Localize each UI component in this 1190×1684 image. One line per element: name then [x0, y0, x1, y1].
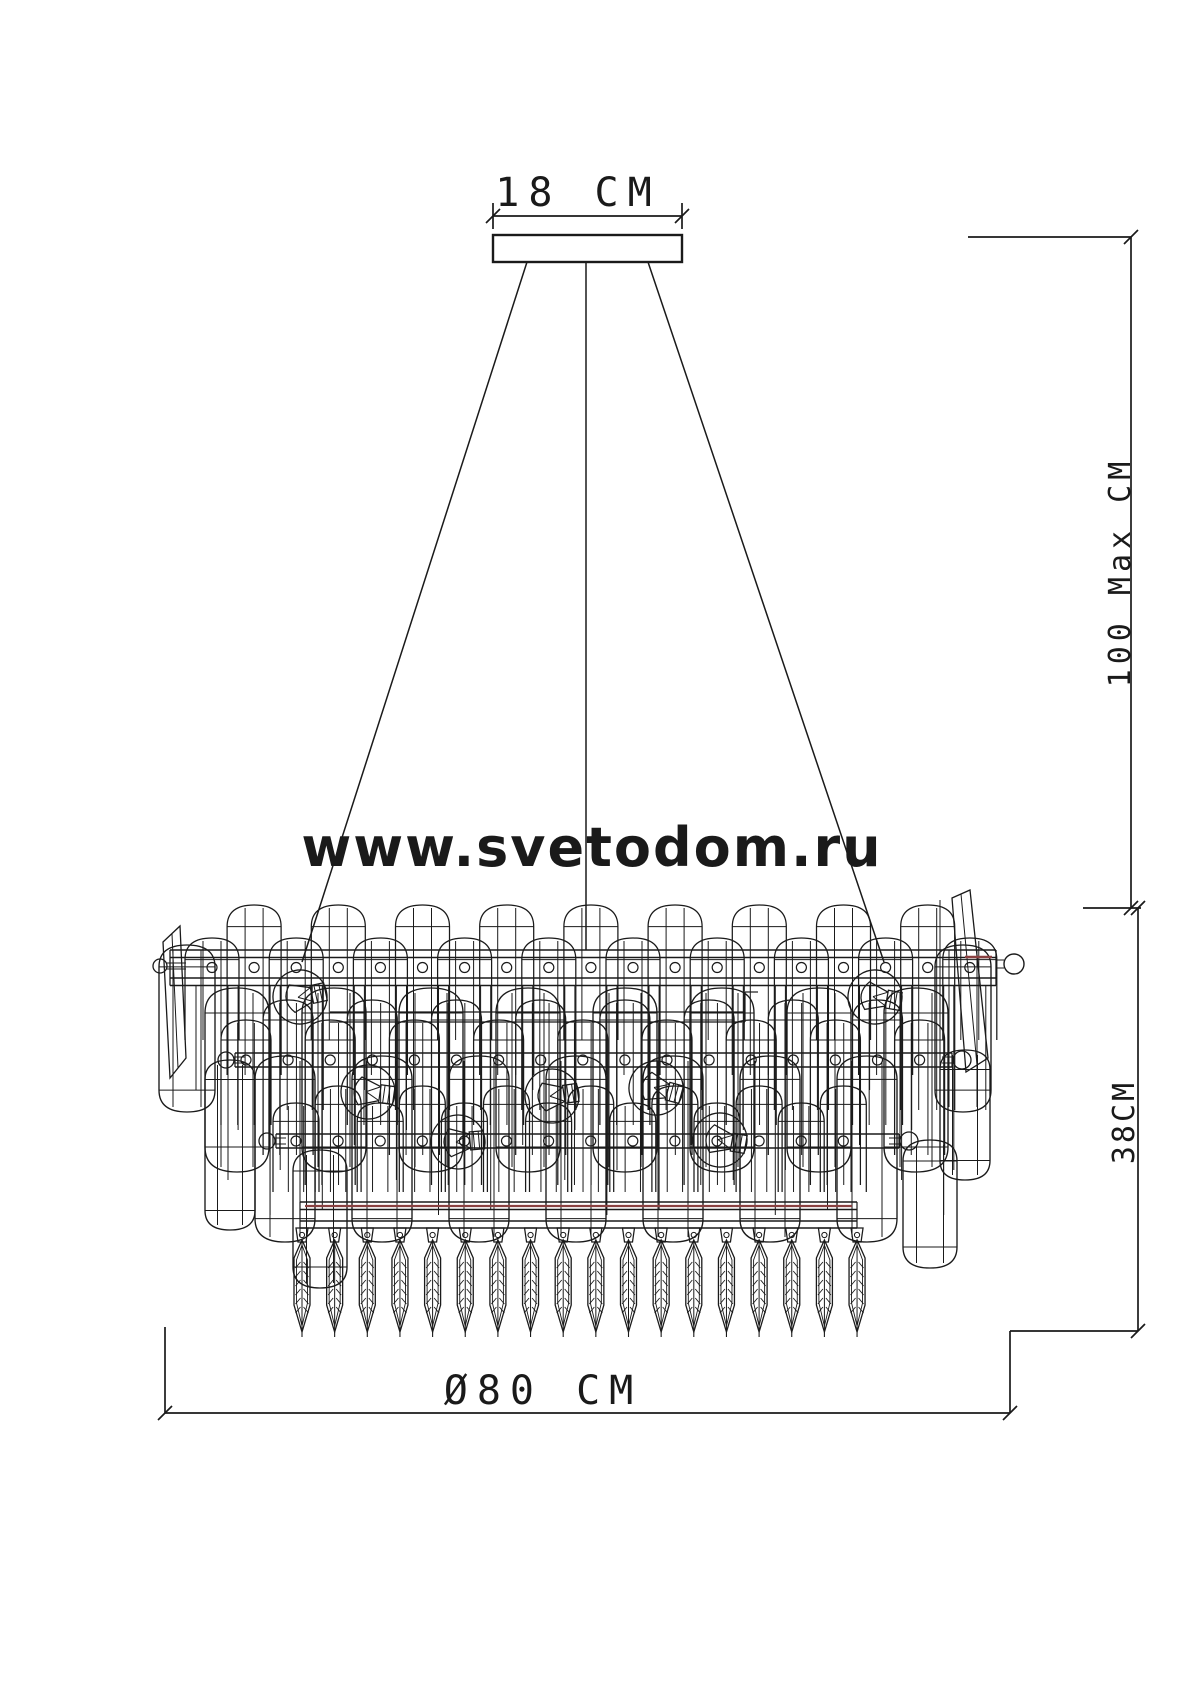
- chandelier-body: [152, 889, 1025, 1337]
- feather-pendant: [848, 1227, 866, 1337]
- feather-pendant: [717, 1227, 736, 1337]
- feather-pendant: [456, 1227, 474, 1337]
- feather-pendant: [521, 1227, 540, 1337]
- watermark-text: www.svetodom.ru: [301, 816, 882, 879]
- body-height-dimension-label: 38CM: [1107, 1080, 1142, 1164]
- feather-pendant: [783, 1227, 801, 1337]
- cable-right: [647, 261, 885, 963]
- lamp-bulb: [628, 1060, 685, 1116]
- body-height-dimension: [1009, 900, 1146, 1413]
- feather-pendant: [423, 1227, 442, 1337]
- tier3-paddles: [272, 1085, 867, 1192]
- lamp-bulb: [524, 1068, 580, 1124]
- diameter-dimension-label: Ø80 CM: [444, 1368, 643, 1414]
- suspension-cables: [301, 261, 885, 963]
- lamp-bulb: [340, 1064, 396, 1120]
- canopy-width-dimension-label: 18 CM: [495, 170, 660, 216]
- canopy-width-dimension: [485, 203, 690, 229]
- feather-pendant: [815, 1227, 834, 1337]
- feather-pendant: [750, 1227, 768, 1337]
- ceiling-canopy: [491, 233, 684, 264]
- edge-blade-crystals: [162, 889, 989, 1080]
- lamp-bulb: [430, 1114, 486, 1170]
- diameter-dimension: [157, 1327, 1018, 1421]
- feather-pendant: [293, 1227, 311, 1337]
- capsule-crystals-outer: [158, 944, 992, 1289]
- feather-pendant: [554, 1227, 572, 1337]
- feather-pendant: [358, 1227, 376, 1337]
- feather-pendant: [391, 1227, 409, 1337]
- capsule-crystals-lower: [254, 1055, 898, 1243]
- lamp-bulb: [692, 1112, 748, 1168]
- bottom-band: [299, 1201, 858, 1229]
- feather-pendants: [293, 1227, 866, 1337]
- feather-pendant: [619, 1227, 638, 1337]
- cable-left: [301, 261, 528, 963]
- lamp-bulbs: [272, 969, 903, 1170]
- lamp-bulb: [272, 969, 329, 1025]
- feather-pendant: [489, 1227, 507, 1337]
- hanging-height-dimension: [968, 229, 1141, 916]
- hanging-height-dimension-label: 100 Max CM: [1103, 457, 1138, 688]
- top-band: [152, 949, 1025, 987]
- feather-pendant: [652, 1227, 670, 1337]
- rivet-rods: [217, 991, 972, 1151]
- feather-pendant: [685, 1227, 703, 1337]
- lamp-bulb: [847, 969, 903, 1025]
- feather-pendant: [326, 1227, 344, 1337]
- feather-pendant: [587, 1227, 605, 1337]
